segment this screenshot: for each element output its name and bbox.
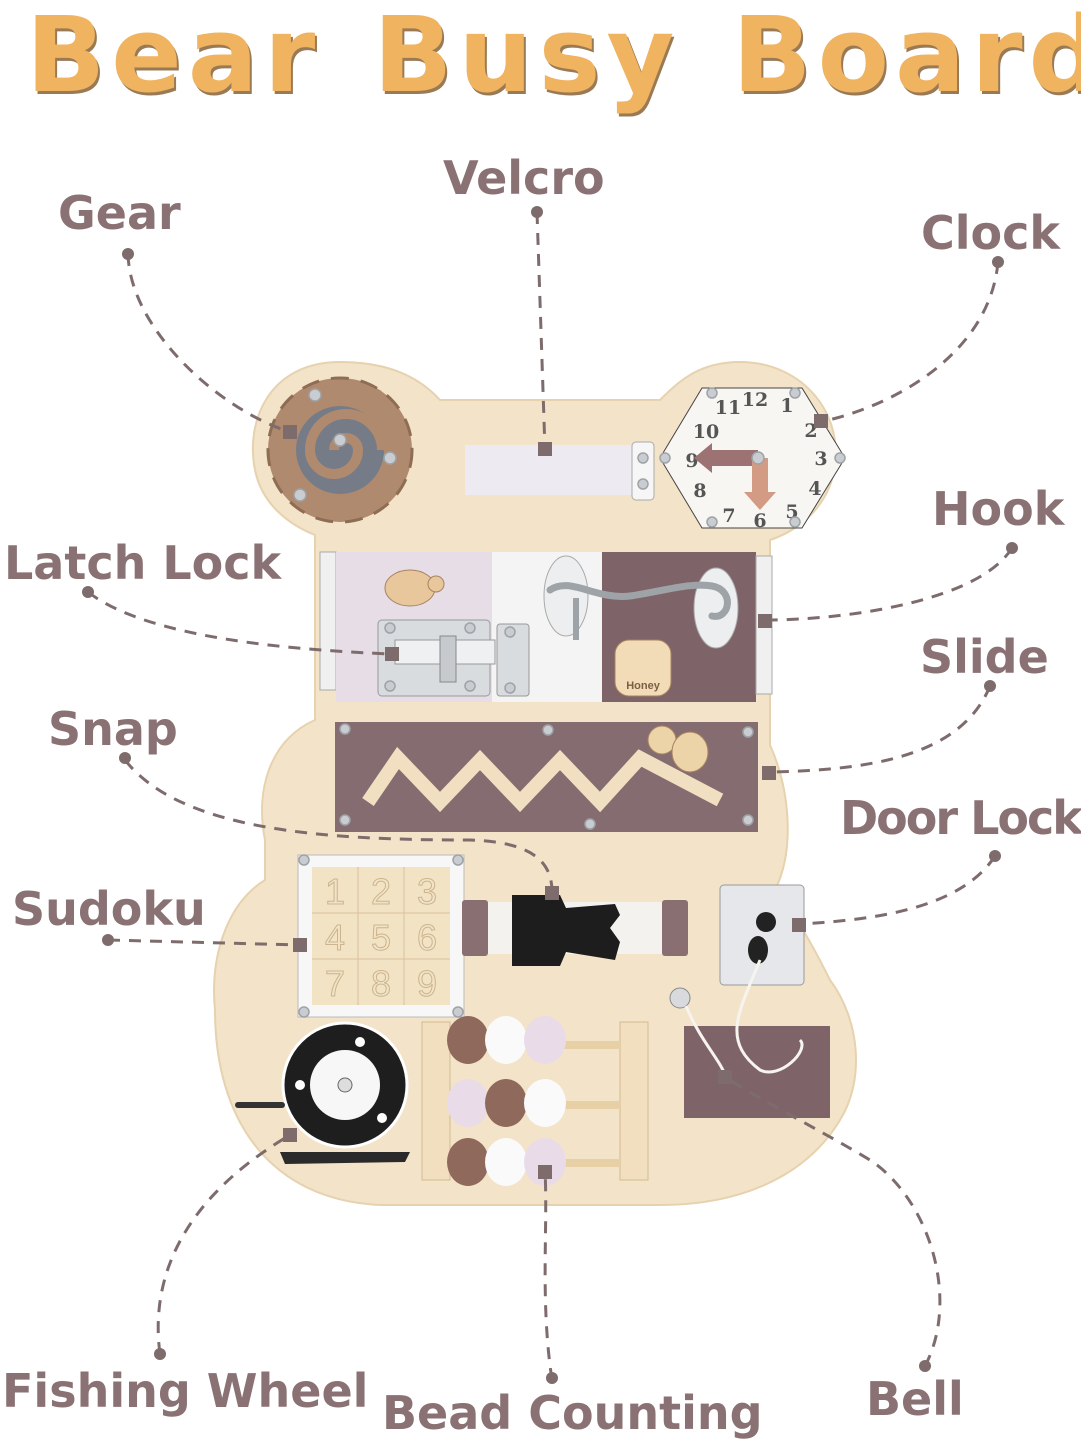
clock-number: 6 bbox=[753, 510, 766, 532]
sudoku-tile[interactable]: 4 bbox=[324, 917, 345, 959]
clock-toy[interactable]: 12 1 2 3 4 5 6 7 8 9 10 11 bbox=[659, 387, 846, 532]
label-gear: Gear bbox=[58, 186, 181, 240]
clock-number: 4 bbox=[808, 478, 821, 500]
clock-number: 8 bbox=[693, 480, 706, 502]
title-word: Bear bbox=[26, 0, 322, 116]
sudoku-tile[interactable]: 8 bbox=[370, 963, 391, 1005]
clock-number: 12 bbox=[742, 389, 768, 411]
label-sudoku: Sudoku bbox=[12, 882, 206, 936]
snap-buckle[interactable] bbox=[462, 895, 688, 966]
label-door-lock: Door Lock bbox=[840, 791, 1081, 845]
leader-lines bbox=[87, 211, 1014, 1381]
sudoku-numbers: 1 2 3 4 5 6 7 8 9 bbox=[324, 871, 437, 1005]
label-slide: Slide bbox=[920, 630, 1049, 684]
label-snap: Snap bbox=[48, 702, 178, 756]
honey-label: Honey bbox=[626, 680, 661, 692]
latch-hook-panel: Honey bbox=[319, 551, 773, 702]
slide-toy[interactable] bbox=[335, 722, 758, 832]
sudoku-tile[interactable]: 6 bbox=[416, 917, 437, 959]
hook-toy[interactable] bbox=[543, 555, 739, 649]
sudoku-tile[interactable]: 1 bbox=[324, 871, 345, 913]
sudoku-tile[interactable]: 7 bbox=[324, 963, 345, 1005]
title-word: Board bbox=[732, 0, 1081, 116]
label-fishing-wheel: Fishing Wheel bbox=[2, 1364, 369, 1418]
label-latch-lock: Latch Lock bbox=[4, 536, 282, 590]
label-bead-counting: Bead Counting bbox=[382, 1386, 763, 1440]
label-clock: Clock bbox=[921, 206, 1060, 260]
title-word: Busy bbox=[373, 0, 681, 116]
latch-lock[interactable] bbox=[377, 619, 530, 697]
key-icon[interactable] bbox=[748, 936, 768, 964]
sudoku-tile[interactable]: 9 bbox=[416, 963, 437, 1005]
bear-slider[interactable] bbox=[647, 725, 709, 773]
sudoku-tile[interactable]: 5 bbox=[370, 917, 391, 959]
clock-number: 3 bbox=[814, 448, 827, 470]
fishing-handle[interactable] bbox=[235, 1102, 285, 1108]
leader-dots bbox=[82, 206, 1018, 1384]
door-lock-toy[interactable] bbox=[719, 884, 805, 986]
sudoku-toy[interactable]: 1 2 3 4 5 6 7 8 9 bbox=[297, 854, 465, 1018]
clock-numbers: 12 1 2 3 4 5 6 7 8 9 10 11 bbox=[685, 389, 827, 532]
label-bell: Bell bbox=[866, 1372, 964, 1426]
gear-toy[interactable] bbox=[266, 376, 414, 524]
beads[interactable] bbox=[447, 1016, 566, 1186]
clock-number: 9 bbox=[685, 450, 698, 472]
sudoku-tile[interactable]: 3 bbox=[416, 871, 437, 913]
clock-number: 11 bbox=[715, 397, 741, 419]
bee-decoration bbox=[384, 569, 445, 607]
clock-number: 7 bbox=[722, 505, 735, 527]
clock-number: 1 bbox=[780, 395, 793, 417]
bead-counting-toy[interactable] bbox=[421, 1016, 649, 1186]
label-hook: Hook bbox=[932, 482, 1065, 536]
page-title: Bear Busy Board bbox=[0, 0, 1081, 116]
clock-minute-hand[interactable] bbox=[744, 458, 776, 510]
clock-hour-hand[interactable] bbox=[694, 443, 758, 473]
bell-icon[interactable] bbox=[669, 987, 691, 1009]
velcro-strap[interactable] bbox=[465, 441, 655, 501]
clock-number: 10 bbox=[693, 421, 719, 443]
label-velcro: Velcro bbox=[443, 151, 605, 205]
bell-toy[interactable] bbox=[669, 959, 830, 1118]
fishing-wheel-toy[interactable] bbox=[235, 1021, 410, 1164]
honey-barrel: Honey bbox=[614, 639, 672, 697]
sudoku-tile[interactable]: 2 bbox=[370, 871, 391, 913]
